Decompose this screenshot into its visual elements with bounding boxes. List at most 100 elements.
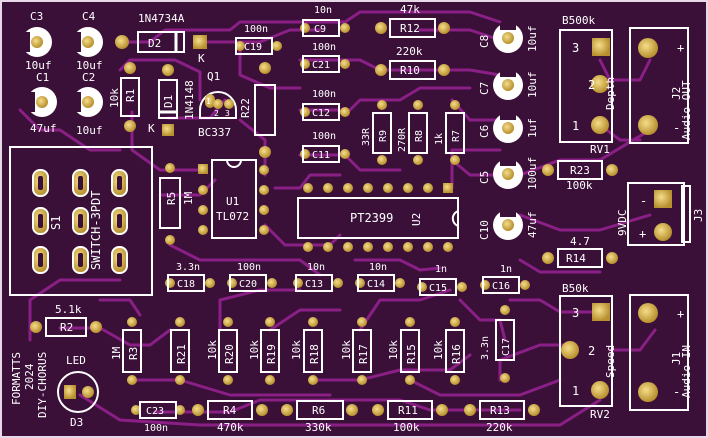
rv2-pin3: 3 xyxy=(572,306,579,320)
r8-value: 270R xyxy=(397,127,408,152)
c17-ref: C17 xyxy=(501,338,512,356)
rv2-ref: RV2 xyxy=(590,408,610,421)
c13-ref: C13 xyxy=(305,279,323,290)
r1-value: 10k xyxy=(108,88,121,108)
transistor-q1: Q1 BC337 1 2 3 xyxy=(198,70,237,139)
c2-value: 10uf xyxy=(76,124,103,137)
cap-c5: C5 100uf xyxy=(478,157,539,190)
cap-c7: C7 10uf xyxy=(478,70,539,100)
j1-name: Audio IN xyxy=(680,345,693,398)
r12-ref: R12 xyxy=(400,22,420,35)
d2-k: K xyxy=(198,52,205,65)
c19-value: 100n xyxy=(244,24,268,35)
rv1-name: Depth xyxy=(604,77,617,110)
c21-ref: C21 xyxy=(312,60,330,71)
r7-ref: R7 xyxy=(451,130,462,142)
credit-line-3: DIY-CHORUS xyxy=(36,352,49,418)
q1-pin3: 3 xyxy=(225,109,230,118)
resistor-r2: R2 5.1k xyxy=(30,303,102,337)
j1-ref: J1 xyxy=(670,352,683,365)
r14-value: 4.7 xyxy=(570,235,590,248)
q1-pin2: 2 xyxy=(214,109,219,118)
led-d3: LED D3 xyxy=(57,354,99,429)
cap-c9: C9 10n xyxy=(300,5,350,37)
j2-minus: - xyxy=(673,121,680,135)
j1-minus: - xyxy=(673,385,680,399)
r16-ref: R16 xyxy=(450,344,463,364)
c23-value: 100n xyxy=(144,423,168,434)
c10-value: 47uf xyxy=(526,212,539,239)
resistor-r17: 10k R17 xyxy=(340,317,372,385)
resistor-r5: R5 1M xyxy=(159,163,195,245)
c18-value: 3.3n xyxy=(176,262,200,273)
r4-value: 470k xyxy=(217,421,244,434)
r11-ref: R11 xyxy=(398,404,418,417)
cap-c10: C10 47uf xyxy=(478,210,539,240)
r17-ref: R17 xyxy=(357,344,370,364)
c8-value: 10uf xyxy=(526,26,539,53)
r19-value: 10k xyxy=(248,340,261,360)
c10-ref: C10 xyxy=(478,220,491,240)
c15-ref: C15 xyxy=(429,283,447,294)
u1-value: TL072 xyxy=(216,210,249,223)
c4-value: 10uf xyxy=(76,59,103,72)
resistor-r18: 10k R18 xyxy=(290,317,323,385)
d2-ref: D2 xyxy=(148,37,161,50)
j2-ref: J2 xyxy=(670,87,683,100)
c1-value: 47uf xyxy=(30,122,57,135)
cap-c15: C15 1n xyxy=(417,264,467,296)
cap-c16: C16 1n xyxy=(480,264,530,294)
r18-ref: R18 xyxy=(308,344,321,364)
c9-ref: C9 xyxy=(314,24,326,35)
j3-minus: - xyxy=(640,194,647,208)
rv2-pin2: 2 xyxy=(588,344,595,358)
q1-pin1: 1 xyxy=(206,97,211,106)
c5-ref: C5 xyxy=(478,171,491,184)
rv1-ref: RV1 xyxy=(590,143,610,156)
r9-ref: R9 xyxy=(378,130,389,142)
resistor-r21: R21 xyxy=(170,317,190,385)
pot-rv1: 3 2 1 B500k Depth RV1 xyxy=(559,14,617,156)
j2-name: Audio OUT xyxy=(680,80,693,140)
resistor-r9: 33R R9 xyxy=(361,100,392,165)
power-jack-j3: - + 9VDC J3 xyxy=(616,182,705,246)
cap-c1: C1 47uf xyxy=(27,71,57,135)
c17-value: 3.3n xyxy=(480,336,491,360)
j3-name: 9VDC xyxy=(616,210,629,237)
c3-ref: C3 xyxy=(30,10,43,23)
resistor-r6: R6 330k xyxy=(281,400,358,434)
cap-c12: C12 100n xyxy=(300,89,350,121)
r18-value: 10k xyxy=(290,340,303,360)
resistor-r14: R14 4.7 xyxy=(542,235,618,268)
cap-c3: C3 10uf xyxy=(22,10,52,72)
resistor-r23: R23 100k xyxy=(542,160,618,192)
resistor-r19: 10k R19 xyxy=(248,317,280,385)
r19-ref: R19 xyxy=(265,344,278,364)
r11-value: 100k xyxy=(393,421,420,434)
d1-value: 1N4148 xyxy=(183,80,196,120)
rv1-value: B500k xyxy=(562,14,595,27)
r8-ref: R8 xyxy=(414,130,425,142)
resistor-r11: R11 100k xyxy=(372,400,448,434)
switch-s1: S1 SWITCH-3PDT xyxy=(9,146,153,296)
c15-value: 1n xyxy=(435,264,447,275)
c16-value: 1n xyxy=(500,264,512,275)
resistor-r3: 1M R3 xyxy=(110,317,142,385)
jack-j1: J1 Audio IN + - xyxy=(629,294,693,411)
q1-value: BC337 xyxy=(198,126,231,139)
resistor-r20: 10k R20 xyxy=(206,317,238,385)
r2-ref: R2 xyxy=(60,321,73,334)
switch-ref: S1 xyxy=(49,216,63,230)
cap-c8: C8 10uf xyxy=(478,23,539,53)
cap-c13: C13 10n xyxy=(293,262,343,292)
rv1-pin1: 1 xyxy=(572,119,579,133)
resistor-r1: 10k R1 xyxy=(108,62,140,132)
r13-ref: R13 xyxy=(490,404,510,417)
u2-ref: U2 xyxy=(410,213,423,226)
c23-ref: C23 xyxy=(146,406,164,417)
cap-c4: C4 10uf xyxy=(73,10,103,72)
c3-value: 10uf xyxy=(25,59,52,72)
cap-c11: C11 100n xyxy=(300,131,350,163)
c14-ref: C14 xyxy=(367,279,385,290)
